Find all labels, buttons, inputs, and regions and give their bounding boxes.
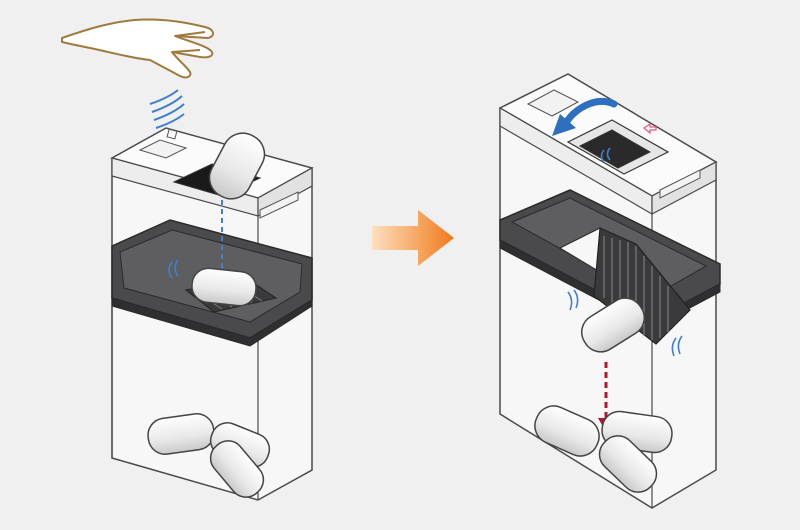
sensor-wave-icon — [149, 89, 185, 129]
process-arrow-icon — [372, 210, 454, 266]
hand-icon — [61, 18, 214, 79]
bin-after — [498, 73, 721, 509]
waste-pile — [534, 405, 673, 493]
small-arrow-icon — [642, 122, 657, 135]
bin-before — [61, 18, 314, 501]
lid-top — [498, 73, 718, 216]
trap-tray-after — [499, 189, 721, 345]
lid-display — [526, 89, 580, 117]
waste-pile — [147, 413, 271, 498]
waste-pill-falling — [580, 297, 646, 353]
lid-display — [138, 139, 188, 159]
wiggle-mark-icon — [168, 259, 179, 279]
grate-flap — [593, 227, 691, 345]
wiggle-mark-icon — [567, 289, 683, 357]
waste-pill-falling — [208, 132, 266, 200]
rotate-arrow-icon — [552, 97, 618, 136]
waste-pill-in-tray — [191, 267, 257, 307]
